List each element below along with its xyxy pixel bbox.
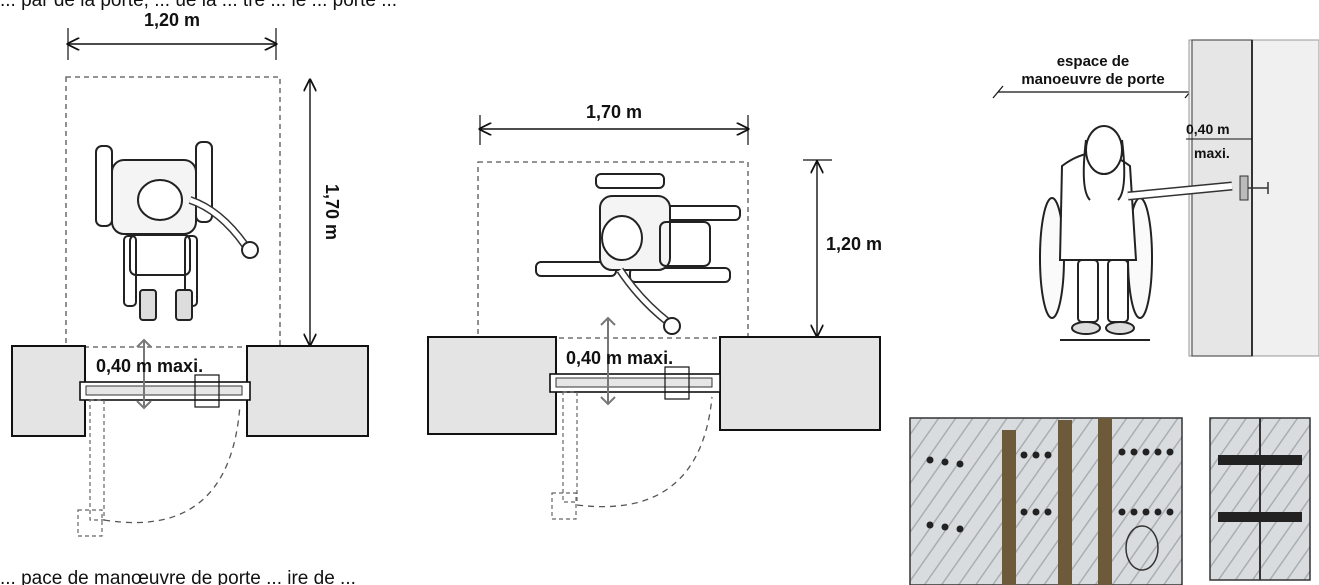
wheelchair-user-icon [535, 173, 741, 335]
wall-left [11, 345, 86, 437]
wheelchair-user-icon [1039, 125, 1233, 341]
panel-front-approach: 1,20 m 1,70 m [11, 10, 369, 537]
door-leaf-open [89, 399, 105, 521]
glass-doors-sketch [909, 417, 1311, 585]
wheelchair-user-icon [95, 141, 259, 321]
wall-left [427, 336, 557, 435]
depth-label: 1,20 m [826, 234, 882, 254]
top-caption: ... par de la porte, ... ue la ... tre .… [0, 0, 397, 11]
offset-label-line1: 0,40 m [1186, 121, 1230, 137]
manoeuvre-zone [65, 76, 281, 348]
panel-side-approach: 1,70 m 1,20 m 0,40 m maxi. [427, 102, 882, 520]
door-leaf-open [562, 391, 578, 503]
visual-band-upper [1218, 455, 1302, 465]
wall-right [246, 345, 369, 437]
glass-doors-perspective [909, 417, 1183, 585]
visual-band-lower [1218, 512, 1302, 522]
zone-label-line1: espace de [1057, 53, 1130, 70]
depth-label: 1,70 m [322, 184, 342, 240]
door-swing-arc [103, 404, 241, 524]
offset-label-line2: maxi. [1194, 145, 1230, 161]
wall-right [719, 336, 881, 431]
door-handle [1248, 182, 1269, 194]
width-label: 1,70 m [586, 102, 642, 122]
offset-label: 0,40 m maxi. [96, 356, 203, 376]
door-swing-arc [576, 396, 713, 508]
offset-label: 0,40 m maxi. [566, 348, 673, 368]
manoeuvre-zone [477, 161, 749, 339]
width-label: 1,20 m [144, 10, 200, 30]
panel-elevation: espace de manoeuvre de porte 0,40 m maxi… [992, 39, 1319, 357]
zone-label-line2: manoeuvre de porte [1021, 71, 1164, 88]
bottom-caption: ... pace de manœuvre de porte ... ire de… [0, 568, 356, 585]
